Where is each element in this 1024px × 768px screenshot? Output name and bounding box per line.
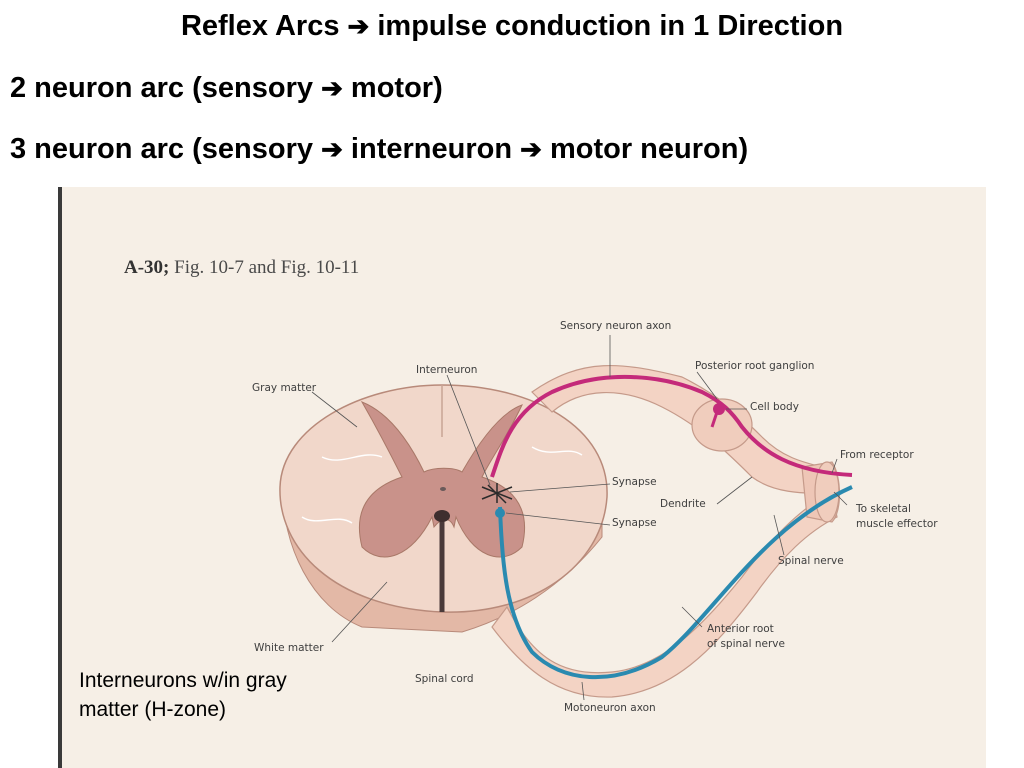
label-synapse-1: Synapse [612, 476, 657, 488]
label-from-receptor: From receptor [840, 449, 914, 461]
leader-motoneuron [581, 681, 585, 701]
anterior-fissure-top [434, 510, 450, 522]
arrow-right-icon: ➔ [520, 134, 542, 164]
label-white-matter: White matter [254, 642, 324, 654]
leader-white-matter [331, 581, 388, 643]
white-vein [321, 454, 383, 461]
slide-title: Reflex Arcs ➔ impulse conduction in 1 Di… [0, 6, 1024, 46]
leader-spinal-nerve [773, 514, 785, 556]
reflex-arc-figure: A-30; Fig. 10-7 and Fig. 10-11 Sensory n… [58, 187, 986, 768]
white-vein [531, 446, 583, 456]
arrow-right-icon: ➔ [347, 11, 370, 41]
sensory-dendrite-path [710, 411, 719, 428]
leader-synapse-1 [509, 483, 611, 493]
label-spinal-cord: Spinal cord [415, 673, 474, 685]
leader-synapse-2 [505, 512, 611, 526]
label-to-skeletal-1: To skeletal [856, 503, 911, 515]
note-line-2: matter (H-zone) [79, 698, 227, 721]
label-gray-matter: Gray matter [252, 382, 317, 394]
reflex-arc-illustration [279, 335, 853, 701]
central-canal [440, 487, 446, 491]
label-dendrite: Dendrite [660, 498, 706, 510]
line1-pre: 2 neuron arc (sensory [10, 72, 313, 104]
figure-ref-bold: A-30; [124, 257, 170, 278]
motoneuron-cell-body [495, 508, 505, 518]
label-spinal-nerve: Spinal nerve [778, 555, 844, 567]
label-cell-body: Cell body [750, 401, 799, 413]
posterior-root-ganglion [691, 398, 753, 452]
interneuron-note: Interneurons w/in gray matter (H-zone) [79, 666, 359, 724]
title-text-pre: Reflex Arcs [180, 10, 340, 42]
arrow-right-icon: ➔ [321, 134, 343, 164]
note-line-1: Interneurons w/in gray [79, 669, 287, 692]
line2-mid: interneuron [350, 133, 513, 165]
label-anterior-root-1: Anterior root [707, 623, 774, 635]
label-to-skeletal-2: muscle effector [856, 518, 938, 530]
label-posterior-root-ganglion: Posterior root ganglion [695, 360, 815, 372]
two-neuron-arc-line: 2 neuron arc (sensory ➔ motor) [10, 68, 443, 108]
sensory-neuron-axon-path [490, 374, 853, 478]
leader-dendrite [716, 476, 753, 505]
leader-gray-matter [311, 391, 358, 428]
label-sensory-neuron-axon: Sensory neuron axon [560, 320, 672, 332]
label-synapse-2: Synapse [612, 517, 657, 529]
label-anterior-root-2: of spinal nerve [707, 638, 785, 650]
figure-reference: A-30; Fig. 10-7 and Fig. 10-11 [124, 257, 359, 279]
arrow-right-icon: ➔ [321, 73, 343, 103]
line2-post: motor neuron) [549, 133, 749, 165]
leader-interneuron [446, 374, 491, 486]
interneuron-synapse-mark [481, 483, 513, 504]
label-interneuron: Interneuron [416, 364, 478, 376]
leader-anterior-root [681, 606, 703, 628]
leader-from-receptor [831, 458, 838, 474]
leader-ganglion [696, 371, 718, 400]
gray-matter-shape [358, 401, 526, 558]
title-text-post: impulse conduction in 1 Direction [377, 10, 844, 42]
three-neuron-arc-line: 3 neuron arc (sensory ➔ interneuron ➔ mo… [10, 129, 748, 169]
sensory-cell-body [713, 403, 725, 415]
white-vein [301, 516, 353, 524]
leader-to-skeletal [833, 491, 848, 506]
label-motoneuron-axon: Motoneuron axon [564, 702, 656, 714]
figure-ref-text: Fig. 10-7 and Fig. 10-11 [174, 257, 360, 278]
motoneuron-axon-path [498, 485, 853, 680]
line2-pre: 3 neuron arc (sensory [10, 133, 313, 165]
line1-post: motor) [350, 72, 443, 104]
